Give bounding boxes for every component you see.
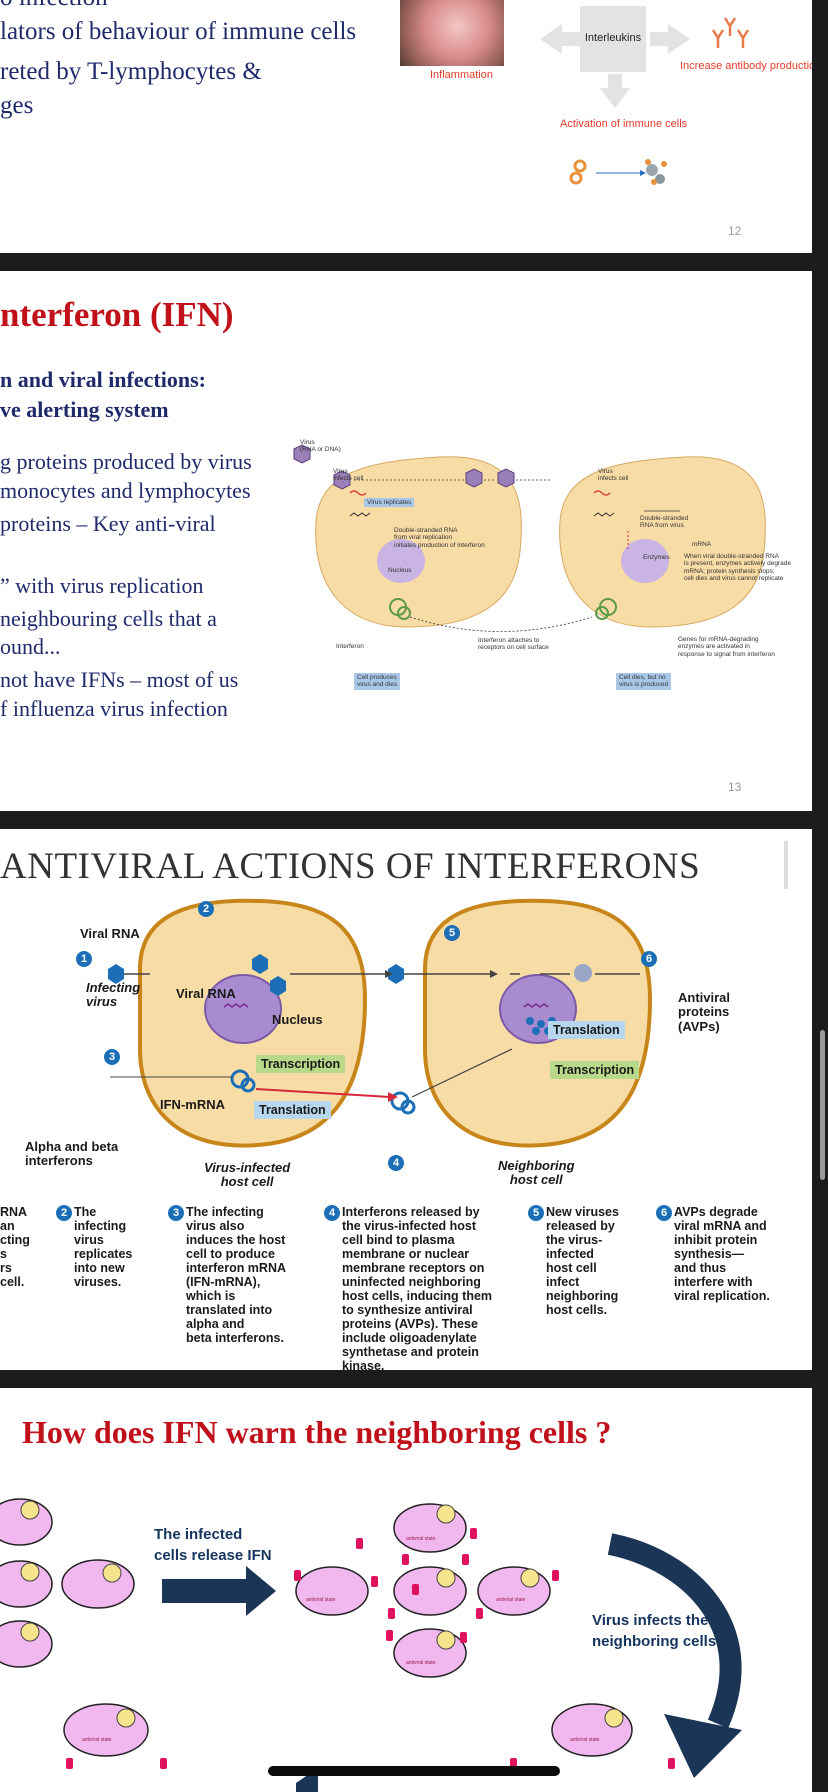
step-badge-2: 2 bbox=[198, 901, 214, 917]
slide13-line-2: proteins – Key anti-viral bbox=[0, 511, 216, 536]
diag-genes-for: Genes for mRNA-degrading enzymes are act… bbox=[678, 636, 775, 658]
slide-antiviral-title: ANTIVIRAL ACTIONS OF INTERFERONS bbox=[0, 846, 701, 887]
label-virus-infected-host: Virus-infected host cell bbox=[204, 1160, 291, 1190]
virus-icon bbox=[108, 954, 404, 996]
diag-virus-infects-cell-right: Virus infects cell bbox=[598, 468, 629, 483]
antiviral-state-label-top: antiviral state bbox=[406, 1536, 436, 1542]
slide-antiviral-actions: ANTIVIRAL ACTIONS OF INTERFERONS bbox=[0, 829, 812, 1370]
tag-transcription-left: Transcription bbox=[256, 1055, 346, 1073]
diag-dsrna-text: Double-stranded RNA from viral replicati… bbox=[394, 527, 485, 549]
inflammation-label: Inflammation bbox=[430, 69, 493, 81]
slide-ifn-warn-title: How does IFN warn the neighboring cells … bbox=[22, 1414, 612, 1450]
virus-infects-text: Virus infects the neighboring cells bbox=[592, 1612, 717, 1650]
slide12-line-0: o infection bbox=[0, 0, 108, 12]
diag-cell-produces: Cell produces virus and dies bbox=[354, 673, 401, 690]
label-viral-rna-inner: Viral RNA bbox=[176, 986, 236, 1001]
diag-mrna: mRNA bbox=[692, 541, 712, 548]
slide13-line-0: g proteins produced by virus bbox=[0, 449, 252, 474]
tag-translation-left: Translation bbox=[254, 1101, 331, 1119]
diag-virus-infects-cell: Virus infects cell bbox=[333, 468, 364, 483]
slide13-line-4: ” with virus replication bbox=[0, 573, 204, 598]
interleukins-box bbox=[580, 6, 646, 72]
diag-cell-dies: Cell dies, but no virus is produced bbox=[616, 673, 672, 690]
label-neighboring-host: Neighboring host cell bbox=[498, 1158, 575, 1188]
slide13-line-1: monocytes and lymphocytes bbox=[0, 478, 251, 503]
antiviral-state-label-right: antiviral state bbox=[496, 1597, 526, 1603]
step-badge-5: 5 bbox=[444, 925, 460, 941]
slide-13: nterferon (IFN) n and viral infections: … bbox=[0, 271, 812, 811]
diag-virus-replicates: Virus replicates bbox=[364, 498, 415, 508]
slide13-title: nterferon (IFN) bbox=[0, 295, 234, 334]
slide13-subtitle-1: ve alerting system bbox=[0, 397, 169, 422]
step-badge-3: 3 bbox=[104, 1049, 120, 1065]
step-badge-6: 6 bbox=[641, 951, 657, 967]
antiviral-diagram bbox=[108, 898, 653, 1148]
slide13-line-5: neighbouring cells that a bbox=[0, 606, 217, 631]
slide12-line-2: reted by T-lymphocytes & bbox=[0, 58, 262, 85]
label-infecting-virus: Infecting virus bbox=[86, 980, 141, 1010]
diag-interferon-attaches: Interferon attaches to receptors on cell… bbox=[478, 637, 549, 652]
diag-when-viral: When viral double-stranded RNA is presen… bbox=[684, 553, 791, 583]
diag-enzymes: Enzymes bbox=[643, 554, 670, 561]
diag-dsrna-from-virus: Double-stranded RNA from virus bbox=[640, 515, 689, 530]
step-badge-4: 4 bbox=[388, 1155, 404, 1171]
slide12-line-1: lators of behaviour of immune cells bbox=[0, 18, 357, 45]
label-viral-rna-top: Viral RNA bbox=[80, 926, 140, 941]
label-ifn-mrna: IFN-mRNA bbox=[160, 1097, 225, 1112]
inflammation-photo bbox=[400, 0, 504, 66]
slide13-subtitle-0: n and viral infections: bbox=[0, 367, 206, 392]
slide-number-12: 12 bbox=[728, 224, 742, 238]
antibody-label: Increase antibody production bbox=[680, 60, 812, 72]
diag-nucleus: Nucleus bbox=[388, 567, 412, 574]
step-badge-1: 1 bbox=[76, 951, 92, 967]
tag-translation-right: Translation bbox=[548, 1021, 625, 1039]
diag-interferon: Interferon bbox=[336, 643, 364, 650]
slide13-line-8: f influenza virus infection bbox=[0, 696, 228, 721]
label-nucleus: Nucleus bbox=[272, 1012, 323, 1027]
antibody-icon bbox=[711, 17, 750, 48]
diag-virus-label: Virus (RNA or DNA) bbox=[300, 439, 341, 454]
home-indicator[interactable] bbox=[268, 1766, 560, 1776]
label-antiviral-proteins: Antiviral proteins (AVPs) bbox=[678, 990, 731, 1034]
antiviral-state-label-left: antiviral state bbox=[306, 1597, 336, 1603]
release-ifn-text: The infected cells release IFN bbox=[154, 1526, 272, 1564]
antiviral-state-label-bottom: antiviral state bbox=[406, 1660, 436, 1666]
label-alpha-beta: Alpha and beta interferons bbox=[25, 1139, 119, 1169]
slide-number-13: 13 bbox=[728, 780, 742, 794]
scrollbar-thumb[interactable] bbox=[820, 1030, 825, 1180]
interleukins-label: Interleukins bbox=[584, 32, 642, 44]
ifn-warning-diagram bbox=[0, 1498, 742, 1792]
interleukin-arrows bbox=[540, 17, 750, 185]
slide-ifn-warn: How does IFN warn the neighboring cells … bbox=[0, 1388, 812, 1792]
slide12-line-3: ges bbox=[0, 92, 34, 119]
antiviral-state-label-br: antiviral state bbox=[570, 1737, 600, 1743]
tag-transcription-right: Transcription bbox=[550, 1061, 640, 1079]
title-divider bbox=[784, 841, 788, 889]
antiviral-state-label-bl: antiviral state bbox=[82, 1737, 112, 1743]
slide-12: o infection lators of behaviour of immun… bbox=[0, 0, 812, 253]
slide13-line-6: ound... bbox=[0, 634, 61, 659]
activation-label: Activation of immune cells bbox=[560, 118, 688, 130]
slide13-line-7: not have IFNs – most of us bbox=[0, 667, 239, 692]
